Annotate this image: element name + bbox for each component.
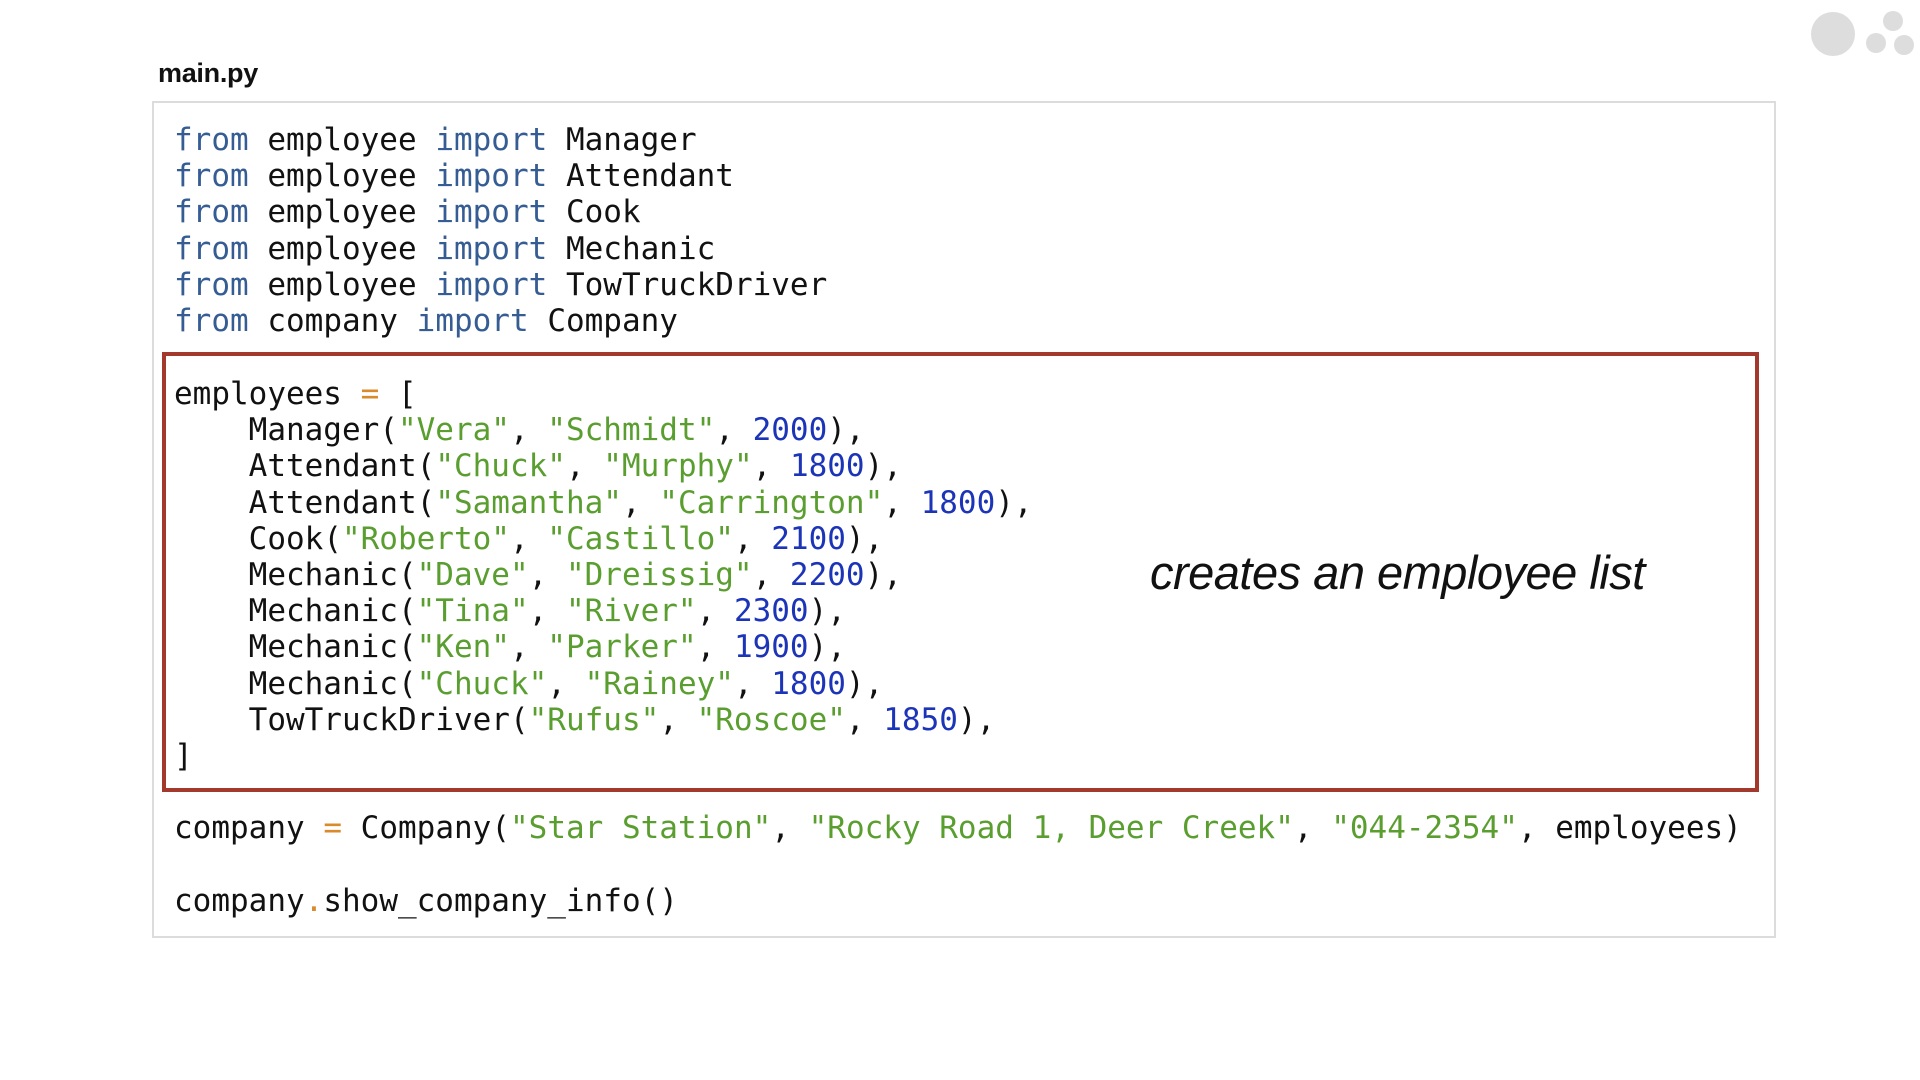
method-call-line: company.show_company_info() [174, 883, 678, 919]
code-panel [152, 101, 1776, 938]
list-open-line: employees = [ [174, 376, 417, 412]
import-line: from employee import Manager [174, 122, 697, 158]
highlight-box [162, 352, 1759, 792]
file-name-label: main.py [158, 58, 258, 88]
employee-entry-line: Mechanic("Dave", "Dreissig", 2200), [248, 557, 902, 594]
employee-entry-line: Attendant("Samantha", "Carrington", 1800… [248, 484, 1033, 521]
company-assignment-line: company = Company("Star Station", "Rocky… [174, 810, 1742, 846]
employee-entry-line: Manager("Vera", "Schmidt", 2000), [248, 412, 865, 449]
list-close-line: ] [174, 738, 193, 775]
import-line: from company import Company [174, 303, 678, 340]
import-line: from employee import Cook [174, 194, 641, 231]
import-line: from employee import TowTruckDriver [174, 266, 828, 303]
import-line: from employee import Mechanic [174, 230, 716, 267]
import-block: from employee import Manager from employ… [174, 122, 827, 339]
employee-entry-line: Mechanic("Chuck", "Rainey", 1800), [248, 665, 884, 702]
employee-entry-line: Mechanic("Tina", "River", 2300), [248, 593, 846, 630]
employee-entry-line: Mechanic("Ken", "Parker", 1900), [248, 629, 846, 666]
employee-entry-line: TowTruckDriver("Rufus", "Roscoe", 1850), [248, 701, 996, 738]
employee-entry-line: Cook("Roberto", "Castillo", 2100), [248, 520, 884, 557]
annotation-label: creates an employee list [1150, 546, 1645, 599]
import-line: from employee import Attendant [174, 158, 734, 195]
employee-list-block: employees = [ Manager("Vera", "Schmidt",… [174, 376, 1033, 774]
dots-logo-icon [1811, 11, 1914, 56]
employee-entry-line: Attendant("Chuck", "Murphy", 1800), [248, 448, 902, 485]
